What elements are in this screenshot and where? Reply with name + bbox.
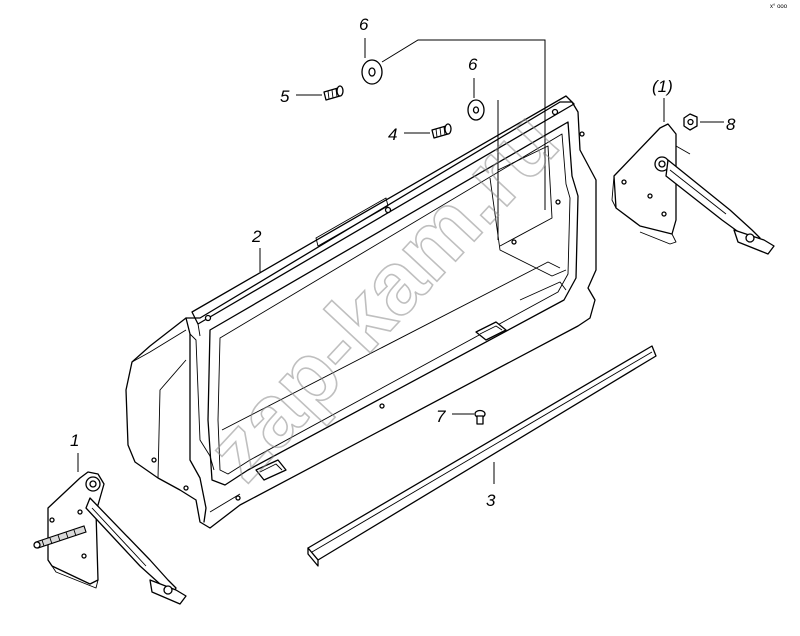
label-part-1-ref: (1)	[652, 77, 673, 96]
label-part-8: 8	[726, 115, 736, 134]
leader-lines	[77, 38, 724, 484]
screw-part-4	[431, 123, 452, 139]
screw-hole	[183, 485, 189, 491]
screw-hole	[579, 131, 585, 137]
screw-hole	[511, 239, 517, 245]
label-part-7: 7	[436, 407, 446, 426]
nut-part-8	[683, 113, 698, 131]
label-part-6-lower: 6	[468, 55, 478, 74]
washer-part-6-upper	[361, 59, 383, 85]
part-labels: 1 (1) 2 3 4 5 6 6 7 8	[70, 15, 736, 510]
label-part-6-upper: 6	[359, 15, 369, 34]
washer-part-6-lower	[467, 99, 485, 121]
seal-strip	[307, 345, 657, 567]
glovebox-housing	[125, 95, 597, 529]
screw-hole	[555, 199, 561, 205]
screw-hole	[151, 457, 157, 463]
label-part-5: 5	[280, 87, 290, 106]
hinge-left	[33, 471, 187, 605]
screw-part-5	[323, 85, 344, 101]
rivet-part-7	[474, 409, 486, 425]
screw-hole	[551, 108, 559, 116]
screw-hole	[384, 206, 392, 214]
screw-hole	[204, 314, 212, 322]
label-part-3: 3	[486, 491, 496, 510]
label-part-4: 4	[388, 125, 397, 144]
screw-hole	[379, 403, 385, 409]
screw-hole	[235, 495, 241, 501]
label-part-1: 1	[70, 431, 79, 450]
corner-mark: x° ooo	[770, 4, 788, 10]
label-part-2: 2	[251, 227, 262, 246]
hinge-right	[611, 123, 775, 255]
